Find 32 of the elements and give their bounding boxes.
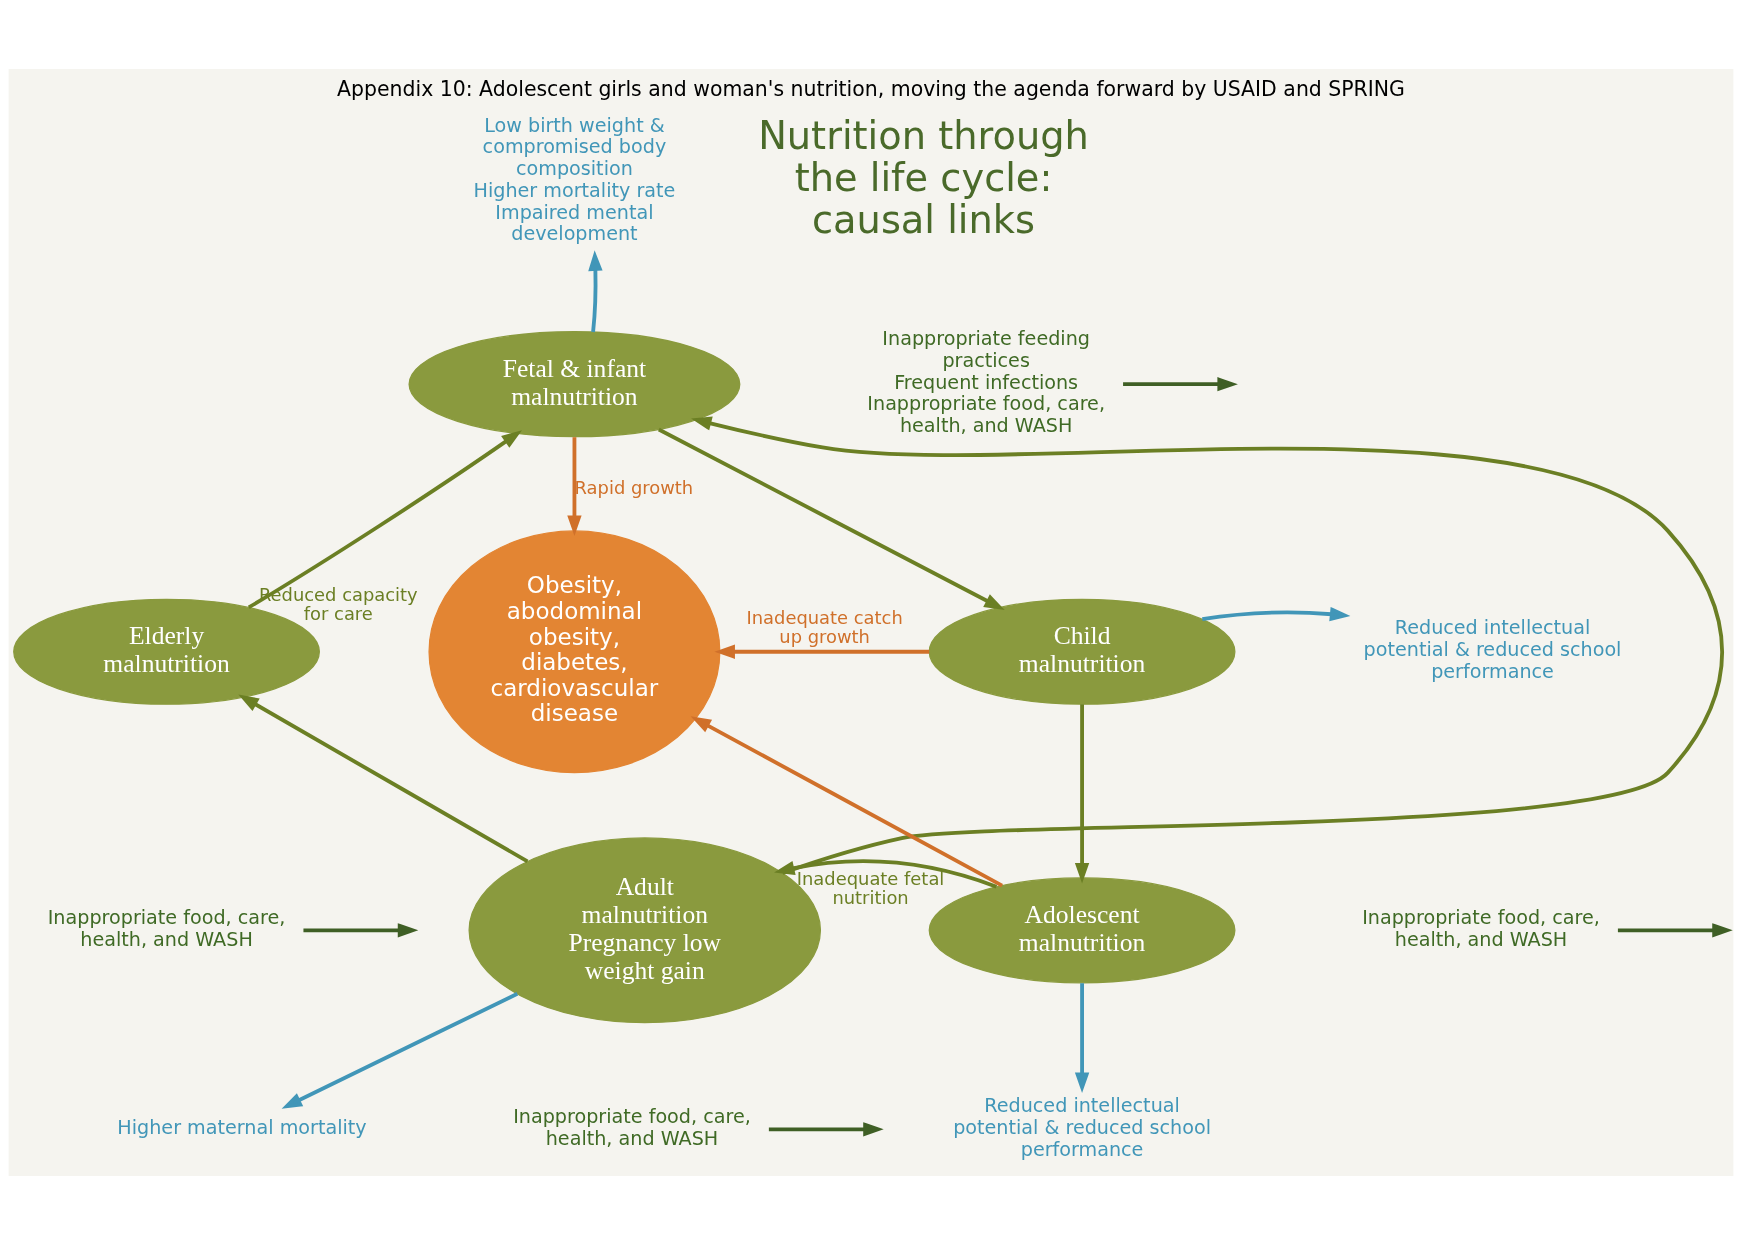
diagram-title: Appendix 10: Adolescent girls and woman's nutrition, moving the agenda forward by USAID and SPRING <box>337 76 1405 101</box>
arrow <box>303 923 419 938</box>
arrow <box>774 859 998 889</box>
arrow <box>1202 606 1351 622</box>
node-text: Inappropriate food, care, health, and WASH <box>513 1104 751 1150</box>
label: Nutrition through the life cycle: causal links <box>758 112 1089 243</box>
arrow <box>1123 377 1238 392</box>
node-text: Reduced intellectual potential & reduced school performance <box>1363 616 1622 683</box>
arrow <box>247 430 523 610</box>
arrow <box>588 250 603 333</box>
arrow <box>691 416 1724 875</box>
edge-label: Inadequate catch up growth <box>746 606 903 648</box>
arrow <box>567 437 582 537</box>
edge-label: Rapid growth <box>574 476 694 498</box>
node-text: Reduced intellectual potential & reduced school performance <box>953 1094 1211 1161</box>
node-text: Inappropriate food, care, health, and WASH <box>1362 905 1600 951</box>
arrow <box>1074 983 1090 1094</box>
arrow <box>238 694 529 863</box>
node-text: Inappropriate feeding practices Frequent infections Inappropriate food, care, health, and WASH <box>867 327 1105 438</box>
node-text: Inappropriate food, care, health, and WASH <box>47 905 286 951</box>
arrow <box>768 1122 884 1137</box>
arrow <box>690 716 1003 888</box>
arrow <box>657 427 1005 611</box>
arrow <box>281 992 519 1109</box>
arrow <box>714 644 930 659</box>
node-text: Higher maternal mortality <box>117 1115 367 1139</box>
node-ellipse: Fetal & infant malnutrition <box>408 331 741 438</box>
arrow <box>1617 923 1733 938</box>
node-ellipse: Child malnutrition <box>928 598 1236 705</box>
node-text: Low birth weight & compromised body composition Higher mortality rate Impaired mental development <box>473 113 676 246</box>
node-ellipse: Obesity, abodominal obesity, diabetes, cardiovascular disease <box>428 530 721 774</box>
arrow <box>1074 704 1090 884</box>
